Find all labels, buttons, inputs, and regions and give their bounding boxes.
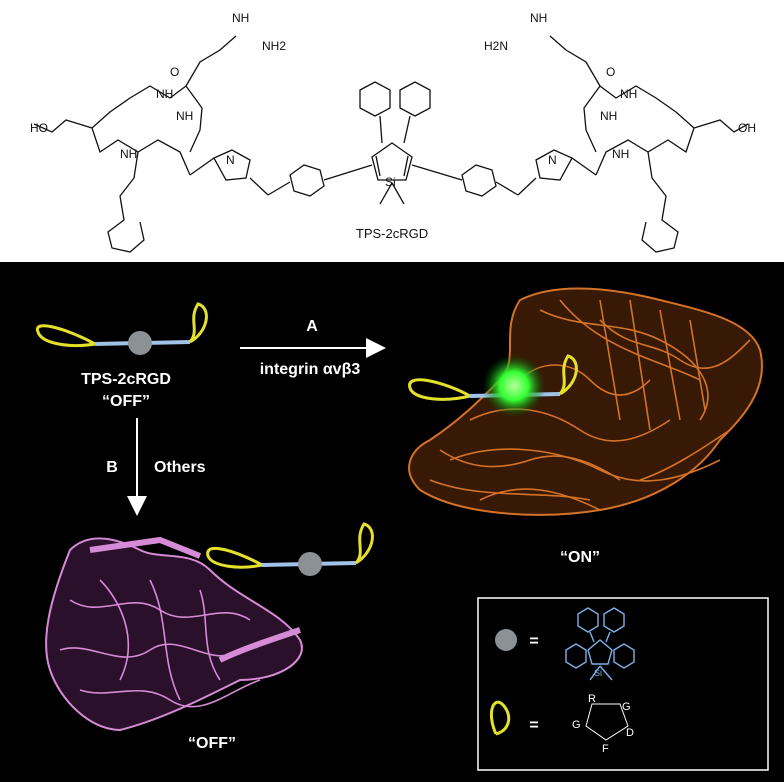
atom-nh-left: NH [232,11,249,25]
atom-nh-7: NH [600,109,617,123]
tps-core-on-glow [482,354,546,418]
phenylalanine-left [107,151,145,253]
atom-nh-5: NH [156,87,173,101]
arrow-b-label: B [106,459,118,476]
atom-oh-left: HO [30,121,48,135]
legend-equals-1: = [529,633,538,650]
legend-letter-g2: G [622,701,631,713]
aspartate-chain-right [693,119,749,133]
atom-h2n-right: H2N [484,39,508,53]
atom-nh-6: NH [612,147,629,161]
tps-core-free [298,552,322,576]
aryl-left [289,164,325,197]
probe-state-off: “OFF” [102,393,150,410]
probe-off-top-left [35,302,208,355]
legend-letter-r: R [588,693,596,705]
aryl-right [461,164,497,197]
legend-letter-g1: G [572,719,581,731]
legend-letter-d: D [626,727,634,739]
phenylalanine-right [641,151,679,253]
peptide-ring-right [583,85,695,176]
structure-name: TPS-2cRGD [356,226,428,241]
other-protein [45,536,303,732]
scheme-panel: TPS-2cRGD “OFF” A integrin αvβ3 B Others [0,262,784,782]
chemical-structure: Si HO OH NH NH2 NH H2N NH NH NH NH NH NH… [0,0,784,262]
on-state-label: “ON” [560,549,600,566]
arrow-a-reagent: integrin αvβ3 [260,361,361,378]
atom-si: Si [385,175,396,189]
arginine-chain-left [185,35,237,87]
atom-nh-3: NH [120,147,137,161]
atom-nh-4: NH [176,109,193,123]
off-state-label: “OFF” [188,735,236,752]
atom-o-1: O [170,65,179,79]
legend-core-symbol [495,629,517,651]
atom-nh-8: NH [620,87,637,101]
legend-si: Si [594,668,602,678]
atom-nh-right: NH [530,11,547,25]
atom-n-1: N [226,153,235,167]
probe-on [408,354,578,418]
aspartate-chain-left [33,119,93,133]
atom-oh-right: OH [738,121,756,135]
legend-letter-f: F [602,743,609,755]
probe-label: TPS-2cRGD [81,371,171,388]
arrow-a-label: A [306,318,318,335]
tps-core-off [128,331,152,355]
peptide-ring-left [91,85,203,176]
triazole-right [535,149,573,181]
atom-o-2: O [606,65,615,79]
legend-peptide-ring [585,703,629,741]
probe-off-free [206,522,374,576]
legend-equals-2: = [529,717,538,734]
atom-n-2: N [548,153,557,167]
legend-box: = Si = R G G D F [477,597,769,771]
legend-tps-structure [565,607,635,681]
silole-ring [371,142,413,181]
phenyl-left-top [359,81,391,117]
atom-nh2-left: NH2 [262,39,286,53]
legend-loop-symbol [490,700,511,736]
integrin-protein [408,287,763,516]
phenyl-right-top [399,81,431,117]
triazole-left [213,149,251,181]
arrow-b-reagent: Others [154,459,206,476]
arginine-chain-right [549,35,601,87]
